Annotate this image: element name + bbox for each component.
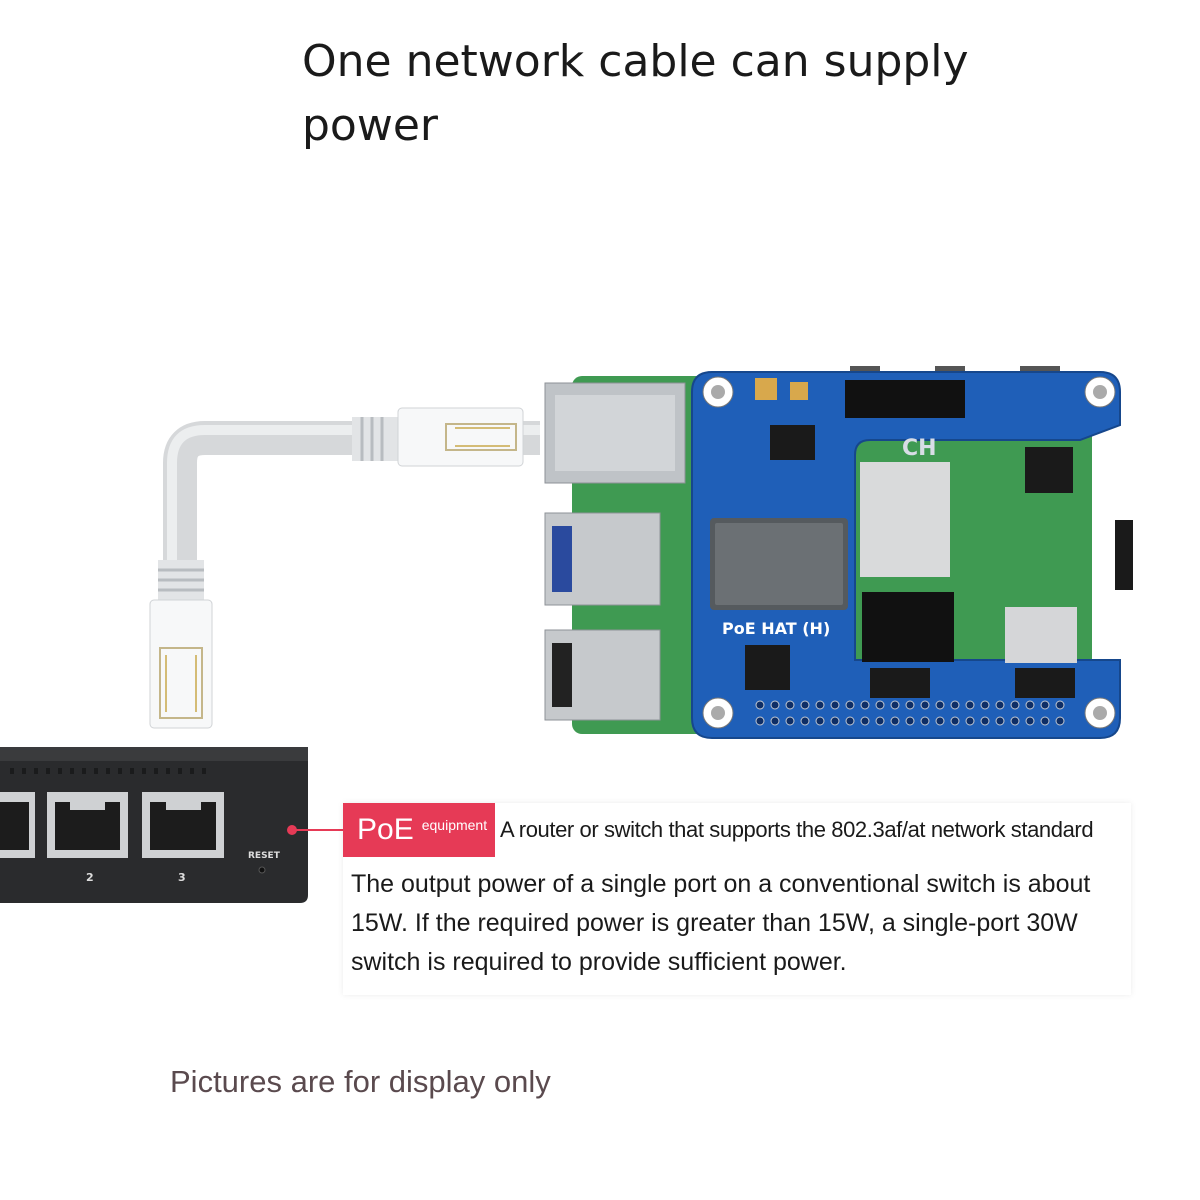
switch-port-1	[0, 792, 35, 858]
port-number-3: 3	[178, 871, 186, 884]
rj45-plug-bottom	[149, 599, 213, 729]
display-disclaimer: Pictures are for display only	[170, 1064, 551, 1099]
switch-port-2	[47, 792, 128, 858]
tag-description: A router or switch that supports the 802…	[500, 817, 1094, 842]
hat-label: PoE HAT (H)	[722, 619, 830, 638]
callout-connector	[287, 825, 345, 835]
switch-port-3	[142, 792, 224, 858]
poe-equipment-tag: PoE equipment	[343, 803, 495, 857]
network-cable	[158, 417, 540, 604]
rj45-plug-top	[397, 407, 524, 467]
reset-label: RESET	[248, 851, 281, 861]
info-body-text: The output power of a single port on a c…	[351, 870, 1091, 976]
page-title: One network cable can supply power	[302, 36, 969, 151]
poe-info-card: PoE equipment A router or switch that su…	[343, 803, 1131, 995]
poe-hat-board: CH PoE HAT (H)	[691, 371, 1121, 739]
board-logo: CH	[902, 436, 937, 461]
port-number-2: 2	[86, 871, 94, 884]
tag-sub-label: equipment	[421, 817, 488, 833]
network-switch: 2 3 RESET	[0, 747, 308, 903]
tag-main-label: PoE	[357, 813, 414, 846]
